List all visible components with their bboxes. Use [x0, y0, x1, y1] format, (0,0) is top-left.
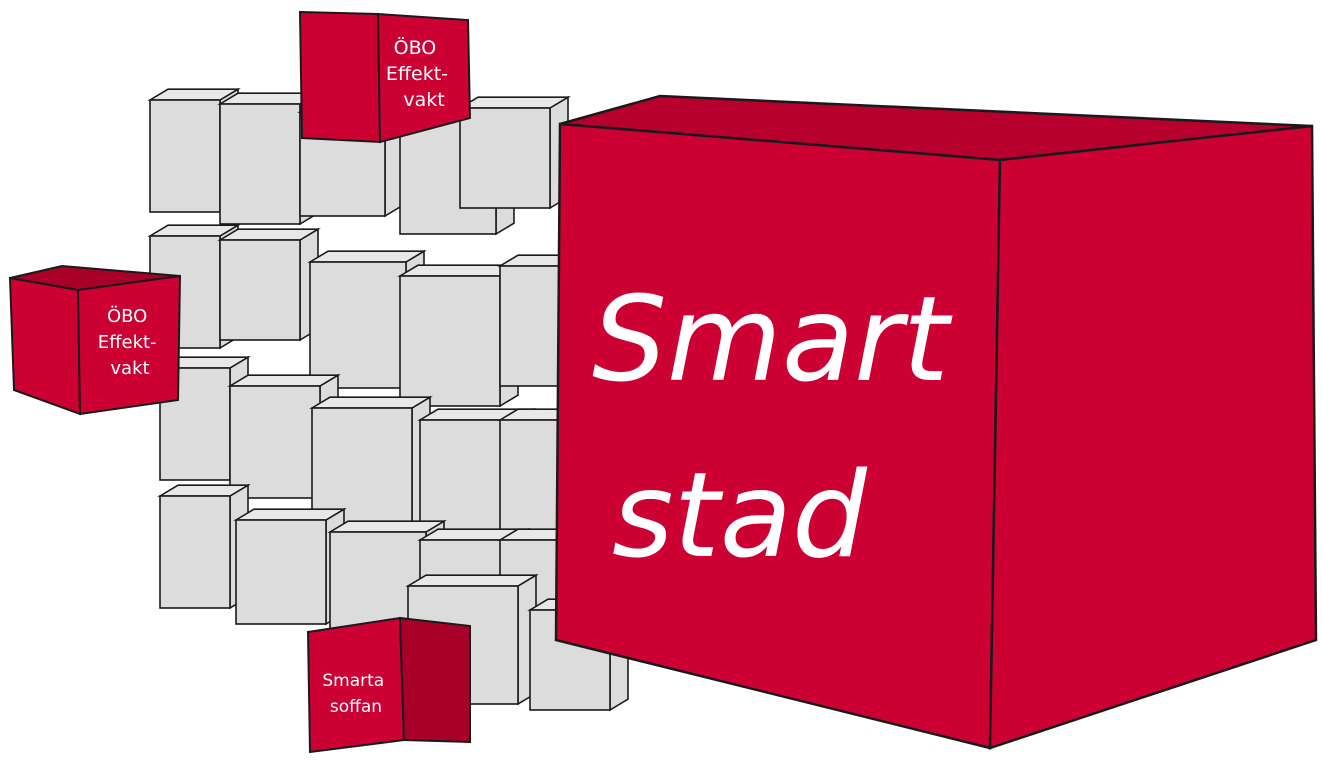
grey-cube [460, 97, 568, 208]
grey-cube [160, 485, 248, 608]
top-cube-label-1: ÖBO [394, 36, 437, 59]
red-cube-main: Smart stad [556, 96, 1316, 748]
main-cube-label-1: Smart [592, 270, 953, 408]
bottom-cube-label-2: soffan [330, 697, 382, 717]
red-cube-top: ÖBO Effekt- vakt [300, 12, 470, 142]
top-cube-label-2: Effekt- [386, 63, 448, 85]
left-cube-label-3: vakt [110, 358, 149, 379]
bottom-cube-label-1: Smarta [322, 671, 384, 691]
grey-cube [220, 229, 318, 340]
main-cube-label-2: stad [612, 446, 868, 584]
red-cube-left: ÖBO Effekt- vakt [10, 266, 180, 414]
top-cube-label-3: vakt [403, 89, 444, 111]
red-cube-bottom: Smarta soffan [308, 618, 470, 752]
grey-cube [236, 509, 344, 624]
left-cube-label-1: ÖBO [107, 305, 147, 327]
left-cube-label-2: Effekt- [98, 332, 157, 353]
